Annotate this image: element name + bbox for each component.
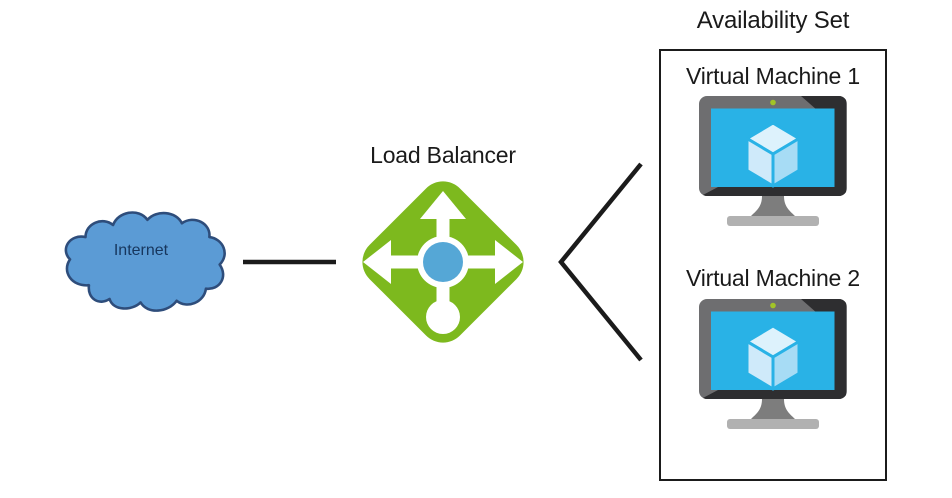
internet-cloud-icon xyxy=(64,211,226,312)
vm1-label: Virtual Machine 1 xyxy=(686,63,860,89)
vm2-monitor-icon xyxy=(699,299,847,429)
vm1-monitor-icon xyxy=(699,96,847,226)
lb-to-vms-lines xyxy=(558,162,643,362)
availability-set-title: Availability Set xyxy=(696,7,850,34)
load-balancer-label: Load Balancer xyxy=(370,142,516,168)
internet-label: Internet xyxy=(113,242,169,259)
internet-node: Internet xyxy=(58,202,230,322)
vm2-label: Virtual Machine 2 xyxy=(686,265,860,291)
load-balancer-icon xyxy=(362,181,524,343)
availability-set-box: Virtual Machine 1 Virtual Machine 2 xyxy=(659,49,887,481)
